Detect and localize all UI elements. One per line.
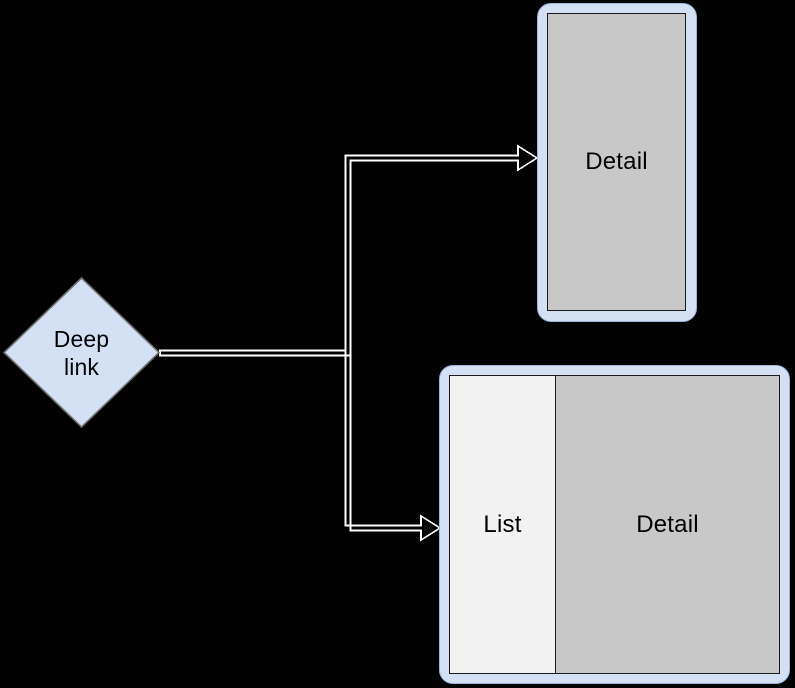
diamond-shape [3, 277, 160, 428]
phone-detail-label: Detail [585, 148, 648, 175]
tablet-screen: List Detail [449, 375, 780, 674]
phone-screen: Detail [547, 13, 686, 311]
tablet-detail-pane[interactable]: Detail [556, 376, 779, 673]
tablet-device-frame[interactable]: List Detail [439, 365, 790, 684]
phone-device-frame[interactable]: Detail [537, 3, 697, 322]
tablet-list-pane[interactable]: List [450, 376, 556, 673]
deep-link-node[interactable]: Deep link [3, 277, 160, 428]
deep-link-label: Deep link [53, 325, 110, 380]
tablet-detail-label: Detail [636, 510, 699, 538]
tablet-list-label: List [483, 510, 522, 538]
connector-deep-link-to-tablet [159, 349, 442, 542]
connector-deep-link-to-phone [159, 144, 539, 357]
phone-detail-pane[interactable]: Detail [548, 14, 685, 310]
